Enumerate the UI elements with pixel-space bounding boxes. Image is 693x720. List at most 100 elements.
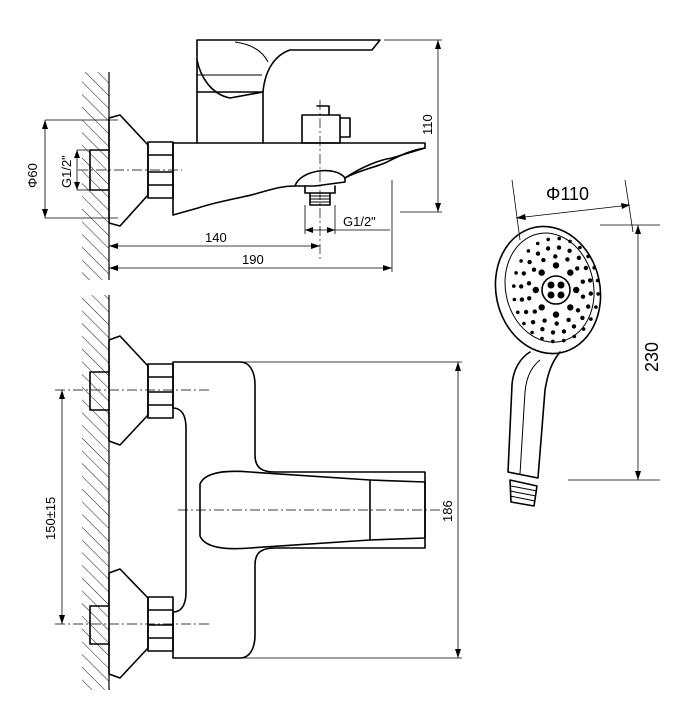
nozzle-dot [567,304,574,311]
dim-shower-length: 230 [642,342,662,372]
nozzle-dot [571,324,577,329]
nozzle-dot [519,297,525,302]
nozzle-dot [530,330,534,335]
nozzle-dot [551,339,555,344]
nozzle-dot [514,271,518,275]
nozzle-dot [568,239,572,244]
nozzle-dot [552,262,560,269]
lower-escutcheon [108,568,149,679]
shower-head-outer [494,225,602,355]
wall-escutcheon [108,114,149,227]
center-nozzle-dot [547,281,555,289]
center-nozzle-dot [557,281,565,289]
nozzle-dot [526,249,531,253]
hand-shower: Φ110 230 [494,179,662,507]
nozzle-dot [550,330,556,335]
nozzle-dot [538,269,545,276]
nozzle-dot [540,327,545,332]
handle-inner-line [519,359,541,475]
lower-inlet-pipe [89,605,110,645]
nozzle-dot [519,284,524,289]
dim-head-diameter: Φ110 [546,184,589,204]
nozzle-dot [552,311,560,318]
nozzle-dot [578,245,582,250]
nozzle-dot [580,279,585,284]
nozzle-dot [572,334,577,339]
dim-thread-inlet: G1/2" [59,155,74,188]
nozzle-dot [530,320,536,325]
cartridge-housing [196,59,264,144]
nozzle-dot [521,271,526,276]
nozzle-dot [562,338,566,343]
nozzle-pattern [512,236,600,344]
nozzle-dot [557,236,561,241]
dim-outlet-offset: 140 [205,230,227,245]
hose-connector [509,479,538,507]
nozzle-dot [594,305,598,309]
center-nozzle-dot [557,291,565,299]
dim-diameter-inlet: Φ60 [25,163,40,188]
nozzle-dot [580,315,585,321]
nozzle-dot [567,269,574,276]
nozzle-dot [553,254,558,259]
nozzle-dot [519,259,523,263]
nozzle-dot [535,241,540,246]
dim-thread-outlet: G1/2" [343,214,376,229]
nozzle-dot [587,278,593,283]
nozzle-dot [576,255,582,260]
connector-thread [509,485,538,502]
nozzle-dot [580,294,586,299]
shower-head-inner [504,232,595,343]
nozzle-dot [583,265,589,271]
nozzle-dot [586,254,590,259]
nozzle-dot [556,245,562,250]
nozzle-dot [523,309,529,315]
nozzle-dot [541,257,546,263]
nozzle-dot [542,318,547,323]
nozzle-dot [575,308,581,313]
nozzle-dot [532,286,539,294]
nozzle-dot [566,317,571,323]
upper-escutcheon [108,335,149,446]
nozzle-dot [586,304,591,309]
dim-height-front: 186 [440,500,455,522]
nozzle-dot [531,267,537,272]
nozzle-dot [589,317,593,321]
nozzle-dot [592,265,596,270]
center-nozzle [541,275,571,305]
nozzle-dot [522,321,526,326]
nozzle-dot [535,251,541,256]
nozzle-dot [527,259,532,265]
nozzle-dot [526,281,532,286]
wall-hatch-top [82,72,109,280]
upper-hex-nut [147,363,174,419]
lever-detail [197,41,269,76]
nozzle-dot [588,291,593,296]
dim-spout-length: 190 [242,252,264,267]
nozzle-dot [512,284,516,288]
nozzle-dot [565,257,570,262]
wall-hatch-front [82,295,109,690]
nozzle-dot [532,309,537,314]
nozzle-dot [538,304,545,311]
nozzle-dot [512,297,517,302]
front-view: 150±15 186 [43,295,462,690]
dim-center-distance: 150±15 [43,497,58,540]
nozzle-dot [554,321,559,326]
dim-height-side: 110 [420,114,435,135]
front-body [172,361,426,659]
nozzle-dot [575,266,580,271]
spout-tip [344,147,426,179]
nozzle-dot [545,246,551,251]
nozzle-dot [527,296,532,301]
shower-handle [507,351,561,479]
nozzle-dot [516,310,520,315]
nozzle-dot [540,336,544,341]
nozzle-dot [561,329,567,334]
nozzle-dot [573,286,580,294]
diverter-knob [301,105,351,144]
side-view: Φ60 G1/2" 110 G1/2" 140 190 [25,39,442,280]
center-nozzle-dot [547,291,555,299]
nozzle-dot [596,292,600,296]
